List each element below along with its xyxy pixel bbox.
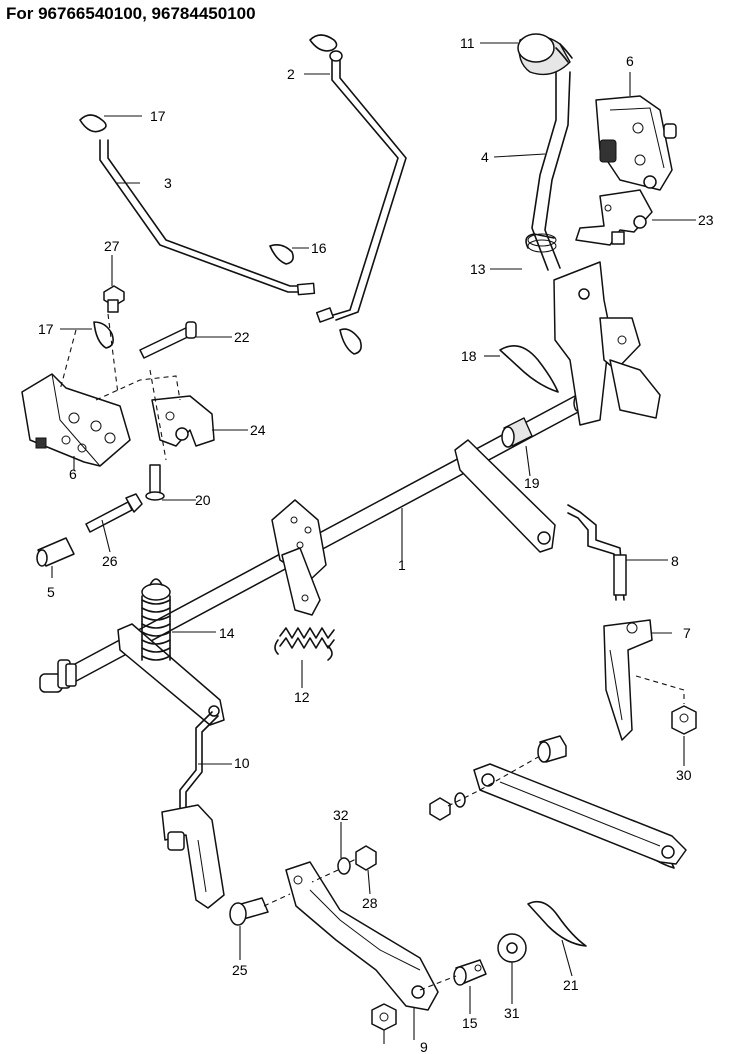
callout-21: 21 xyxy=(563,977,579,993)
callout-22: 22 xyxy=(234,329,250,345)
nut-bottom xyxy=(371,1003,397,1031)
callout-23: 23 xyxy=(698,212,714,228)
pivot-bracket xyxy=(151,395,215,447)
shift-lever xyxy=(517,33,573,271)
callout-10: 10 xyxy=(234,755,250,771)
shoulder-bolt-25 xyxy=(229,897,269,926)
assembly-line-15 xyxy=(419,975,457,991)
rod-8 xyxy=(567,504,627,601)
callout-6b: 6 xyxy=(69,466,77,482)
bolt-26 xyxy=(85,493,143,533)
spring-large xyxy=(141,578,171,661)
left-bracket xyxy=(21,373,131,467)
leader-lines xyxy=(51,42,696,1044)
callout-8: 8 xyxy=(671,553,679,569)
washer-31 xyxy=(497,933,527,963)
callout-15: 15 xyxy=(462,1015,478,1031)
assembly-line-25 xyxy=(263,893,291,907)
callout-18: 18 xyxy=(461,348,477,364)
spring-small xyxy=(274,627,335,661)
callout-27: 27 xyxy=(104,238,120,254)
guide-bracket xyxy=(575,189,653,246)
callout-13: 13 xyxy=(470,261,486,277)
callout-28: 28 xyxy=(362,895,378,911)
callout-19: 19 xyxy=(524,475,540,491)
callout-12: 12 xyxy=(294,689,310,705)
callout-7: 7 xyxy=(683,625,691,641)
nut-28 xyxy=(355,845,377,871)
nut-washer-right xyxy=(429,792,466,821)
left-arm xyxy=(117,623,225,726)
callout-31: 31 xyxy=(504,1005,520,1021)
shaft-arm xyxy=(454,439,556,553)
upper-right-bracket xyxy=(595,95,677,191)
diagram-title: For 96766540100, 96784450100 xyxy=(6,4,256,23)
callout-17a: 17 xyxy=(150,108,166,124)
callout-labels: 1 2 3 4 5 6 6 7 8 9 10 11 12 13 14 15 16… xyxy=(38,35,714,1054)
arm-9 xyxy=(285,861,439,1011)
bushing xyxy=(501,417,533,448)
callout-24: 24 xyxy=(250,422,266,438)
assembly-lines-left xyxy=(59,313,181,461)
lever-mount-bracket xyxy=(553,261,661,426)
right-link-arm xyxy=(473,763,687,865)
rod-3 xyxy=(99,139,316,296)
callout-26: 26 xyxy=(102,553,118,569)
callout-3: 3 xyxy=(164,175,172,191)
callout-14: 14 xyxy=(219,625,235,641)
callout-5: 5 xyxy=(47,584,55,600)
lower-left-bracket xyxy=(161,804,225,909)
callout-16: 16 xyxy=(311,240,327,256)
pin-20 xyxy=(145,464,165,501)
callout-30: 30 xyxy=(676,767,692,783)
callout-6a: 6 xyxy=(626,53,634,69)
callout-4: 4 xyxy=(481,149,489,165)
assembly-line-right xyxy=(447,755,541,807)
sleeve-5 xyxy=(36,537,75,567)
assembly-line xyxy=(635,675,685,704)
callout-9: 9 xyxy=(420,1039,428,1054)
callout-17b: 17 xyxy=(38,321,54,337)
callout-20: 20 xyxy=(195,492,211,508)
rod-10 xyxy=(179,711,219,821)
lever-clip xyxy=(527,233,557,253)
callout-32: 32 xyxy=(333,807,349,823)
shaft-bracket xyxy=(271,499,327,616)
bracket-7 xyxy=(603,619,653,741)
callout-1: 1 xyxy=(398,557,406,573)
assembly-line-28 xyxy=(311,857,359,883)
washer-32 xyxy=(337,857,351,875)
pin-22 xyxy=(139,321,197,359)
nut-30 xyxy=(671,705,697,735)
ball-joint xyxy=(453,959,487,986)
callout-11: 11 xyxy=(460,35,475,51)
bolt-27 xyxy=(103,285,125,313)
callout-2: 2 xyxy=(287,66,295,82)
rod-2 xyxy=(315,50,407,323)
callout-25: 25 xyxy=(232,962,248,978)
shoulder-bolt-right xyxy=(537,735,567,763)
